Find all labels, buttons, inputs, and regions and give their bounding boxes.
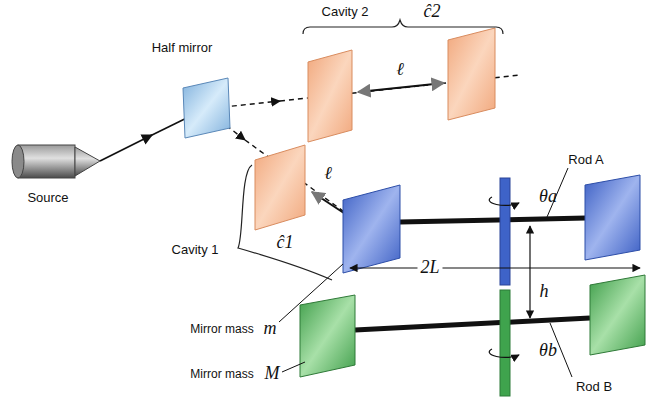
torsion-post <box>500 290 510 396</box>
math-symbol: θa <box>539 187 557 207</box>
math-symbol: ĉ2 <box>424 2 441 22</box>
mirror-mass <box>585 175 640 260</box>
beam <box>100 135 152 161</box>
math-symbol: ℓ <box>324 164 332 184</box>
cavity-mirror <box>308 50 352 142</box>
bracket <box>238 165 332 280</box>
mirror-mass <box>343 185 400 273</box>
rod <box>400 218 586 222</box>
rotation-arrow <box>489 349 519 357</box>
bracket <box>303 20 503 34</box>
part-label: Cavity 1 <box>172 243 219 257</box>
part-label: Rod B <box>576 380 612 394</box>
half-mirror <box>183 78 230 138</box>
mirror-mass <box>590 275 645 355</box>
leader-line <box>282 362 305 372</box>
torsion-post <box>500 178 510 285</box>
part-label: Rod A <box>568 153 603 167</box>
dimension-arrow <box>350 267 640 268</box>
part-label: Mirror mass <box>190 368 253 381</box>
part-label: Cavity 2 <box>322 5 369 19</box>
cavity-mirror <box>448 28 495 120</box>
dimension-label: 2L <box>417 258 442 278</box>
part-label: Source <box>27 191 68 205</box>
light-source <box>12 145 100 178</box>
dimension-arrow <box>529 226 530 318</box>
leader-line <box>279 264 343 322</box>
math-symbol: m <box>264 319 277 339</box>
part-label: Mirror mass <box>190 323 253 336</box>
math-symbol: M <box>265 364 280 384</box>
mirror-mass <box>300 295 355 377</box>
dimension-label: h <box>540 282 549 302</box>
rotation-arrow <box>489 197 519 205</box>
math-symbol: ĉ1 <box>277 233 294 253</box>
math-symbol: ℓ <box>396 60 404 80</box>
math-symbol: θb <box>539 341 557 361</box>
rod <box>355 318 590 330</box>
cavity-mirror <box>255 145 305 230</box>
part-label: Half mirror <box>152 41 213 55</box>
length-arrow <box>358 83 444 92</box>
